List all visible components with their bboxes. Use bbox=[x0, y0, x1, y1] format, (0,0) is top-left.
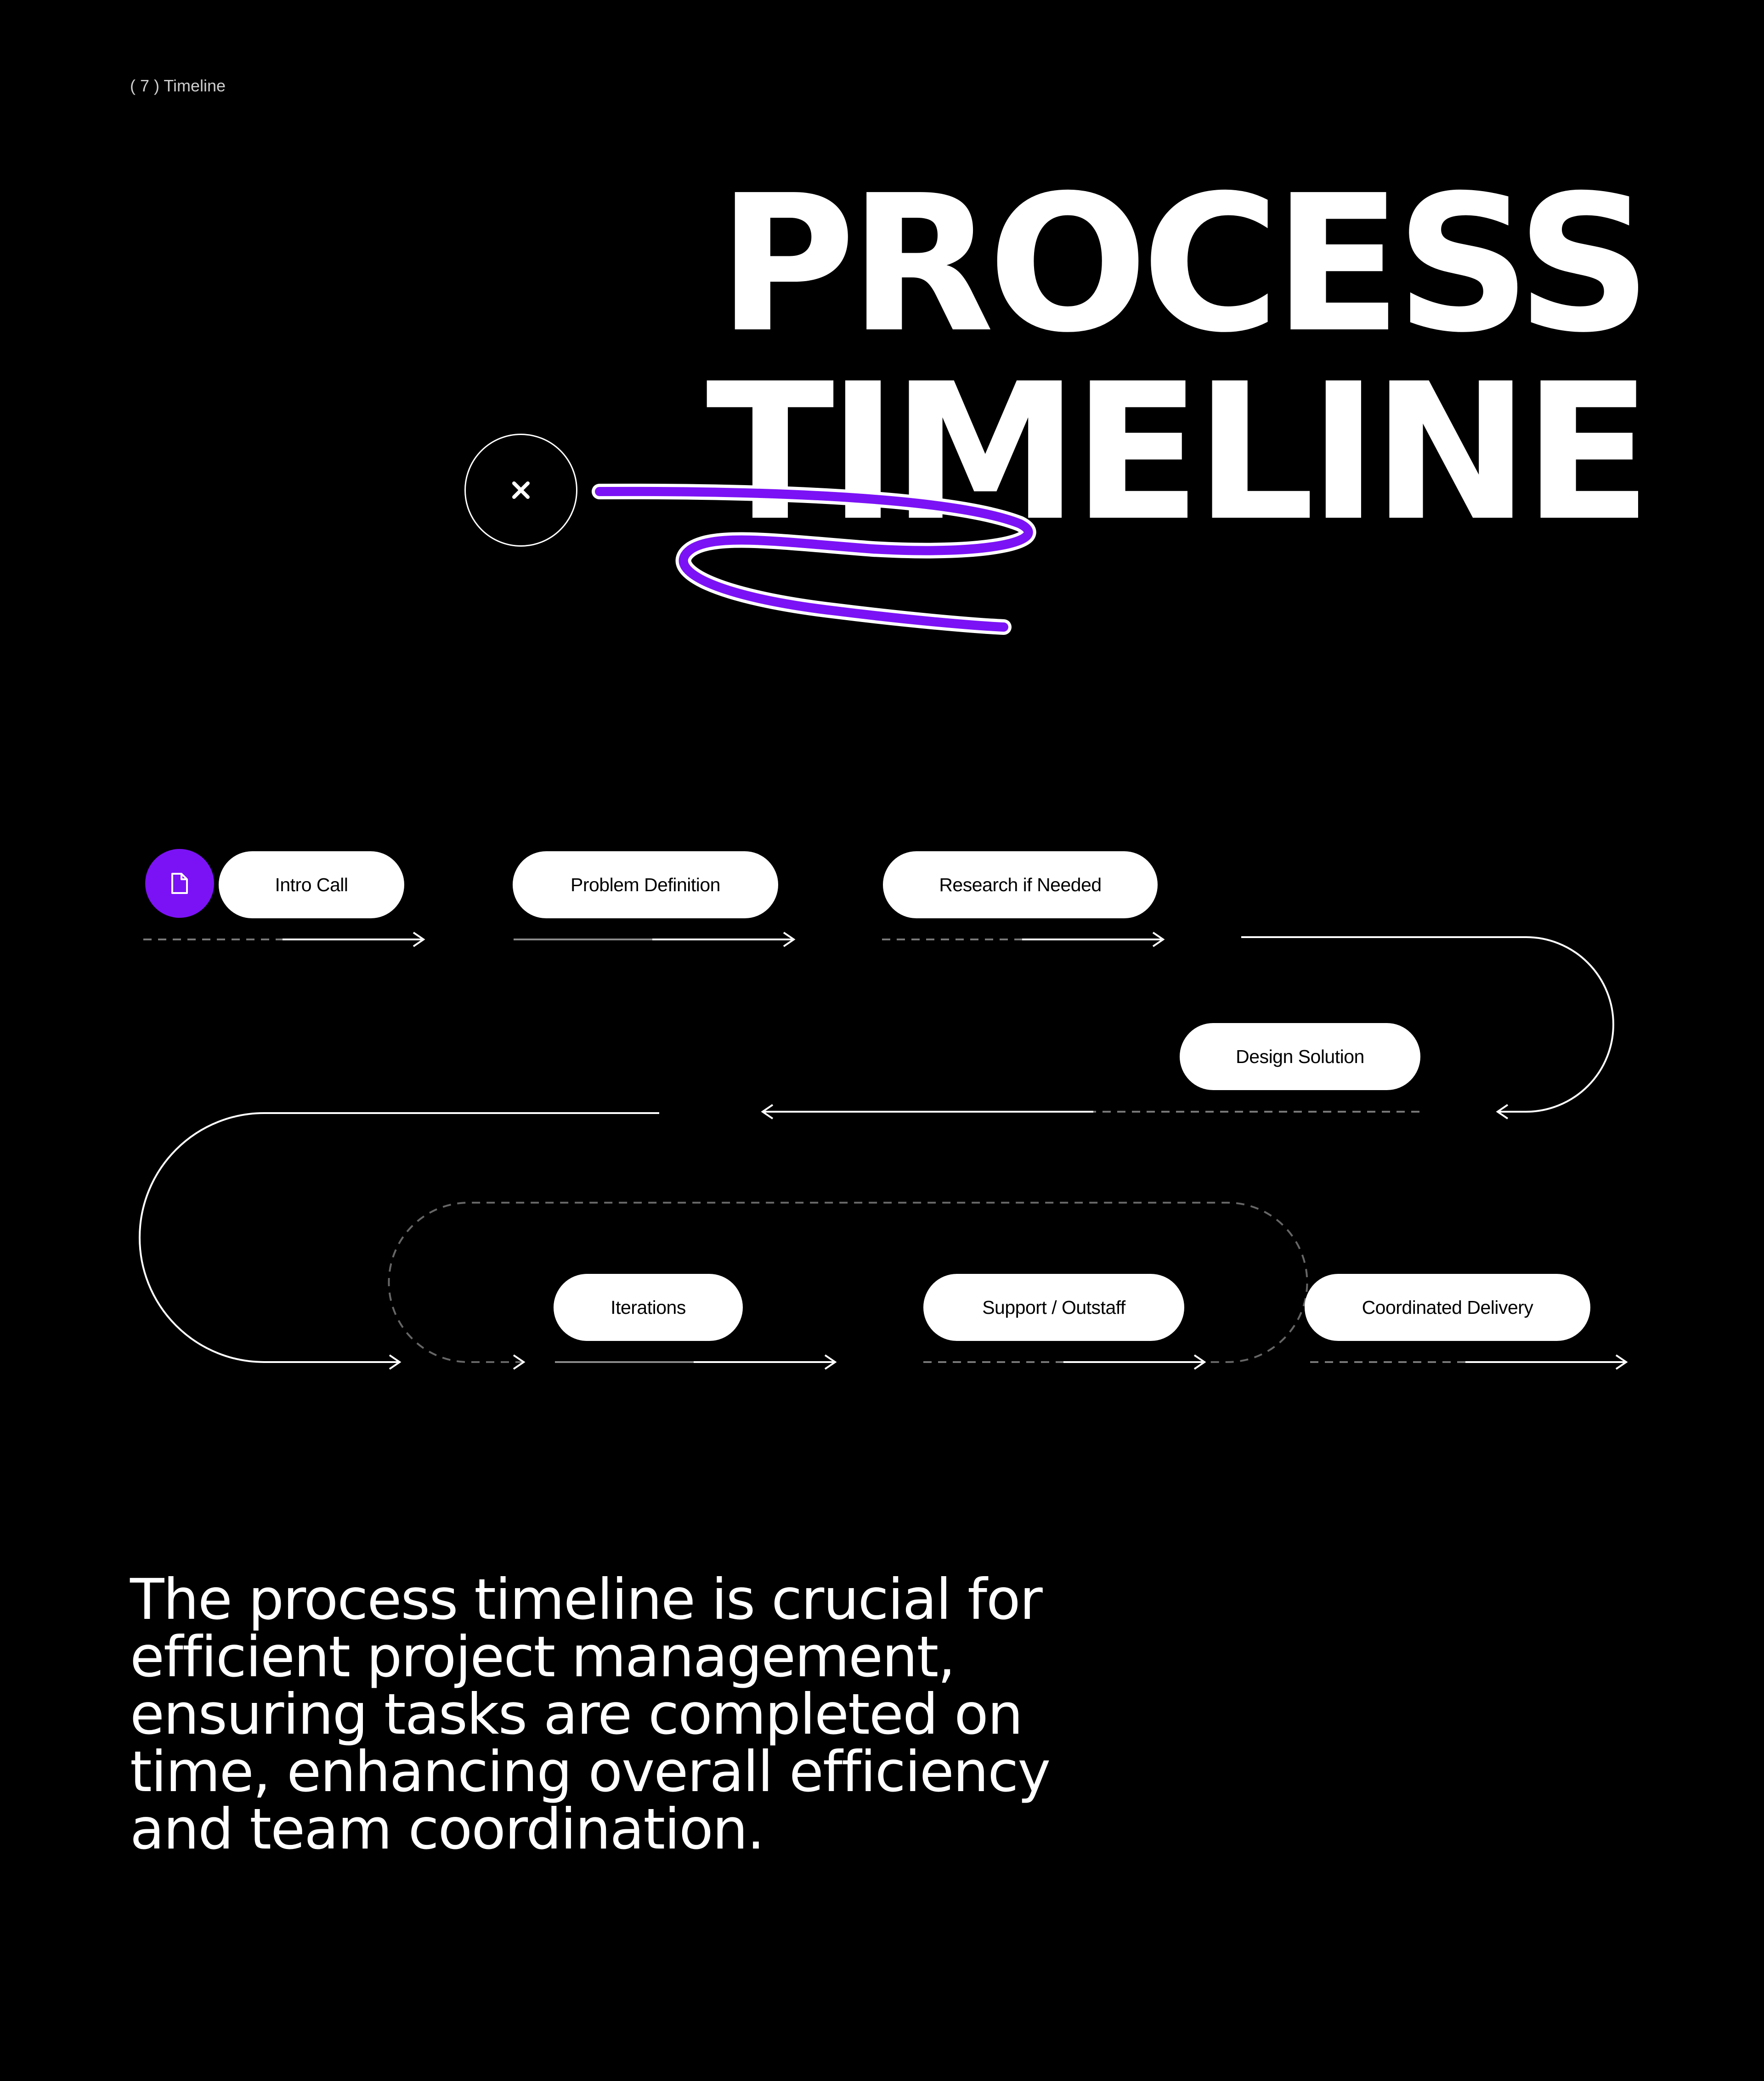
step-research-if-needed[interactable]: Research if Needed bbox=[883, 851, 1158, 918]
close-button[interactable] bbox=[464, 434, 577, 547]
page-title: PROCESS TIMELINE bbox=[706, 154, 1652, 562]
document-badge[interactable] bbox=[145, 849, 214, 918]
step-problem-definition[interactable]: Problem Definition bbox=[513, 851, 778, 918]
title-line-timeline: TIMELINE bbox=[706, 343, 1652, 562]
title-line-process: PROCESS bbox=[718, 154, 1652, 374]
step-coordinated-delivery[interactable]: Coordinated Delivery bbox=[1305, 1274, 1590, 1341]
section-label: ( 7 ) Timeline bbox=[130, 76, 226, 95]
description-text: The process timeline is crucial for effi… bbox=[130, 1567, 1051, 1862]
step-design-solution[interactable]: Design Solution bbox=[1180, 1023, 1420, 1090]
close-icon bbox=[512, 481, 530, 499]
document-icon bbox=[171, 873, 188, 894]
step-iterations[interactable]: Iterations bbox=[554, 1274, 743, 1341]
step-intro-call[interactable]: Intro Call bbox=[219, 851, 404, 918]
step-support-outstaff[interactable]: Support / Outstaff bbox=[923, 1274, 1184, 1341]
